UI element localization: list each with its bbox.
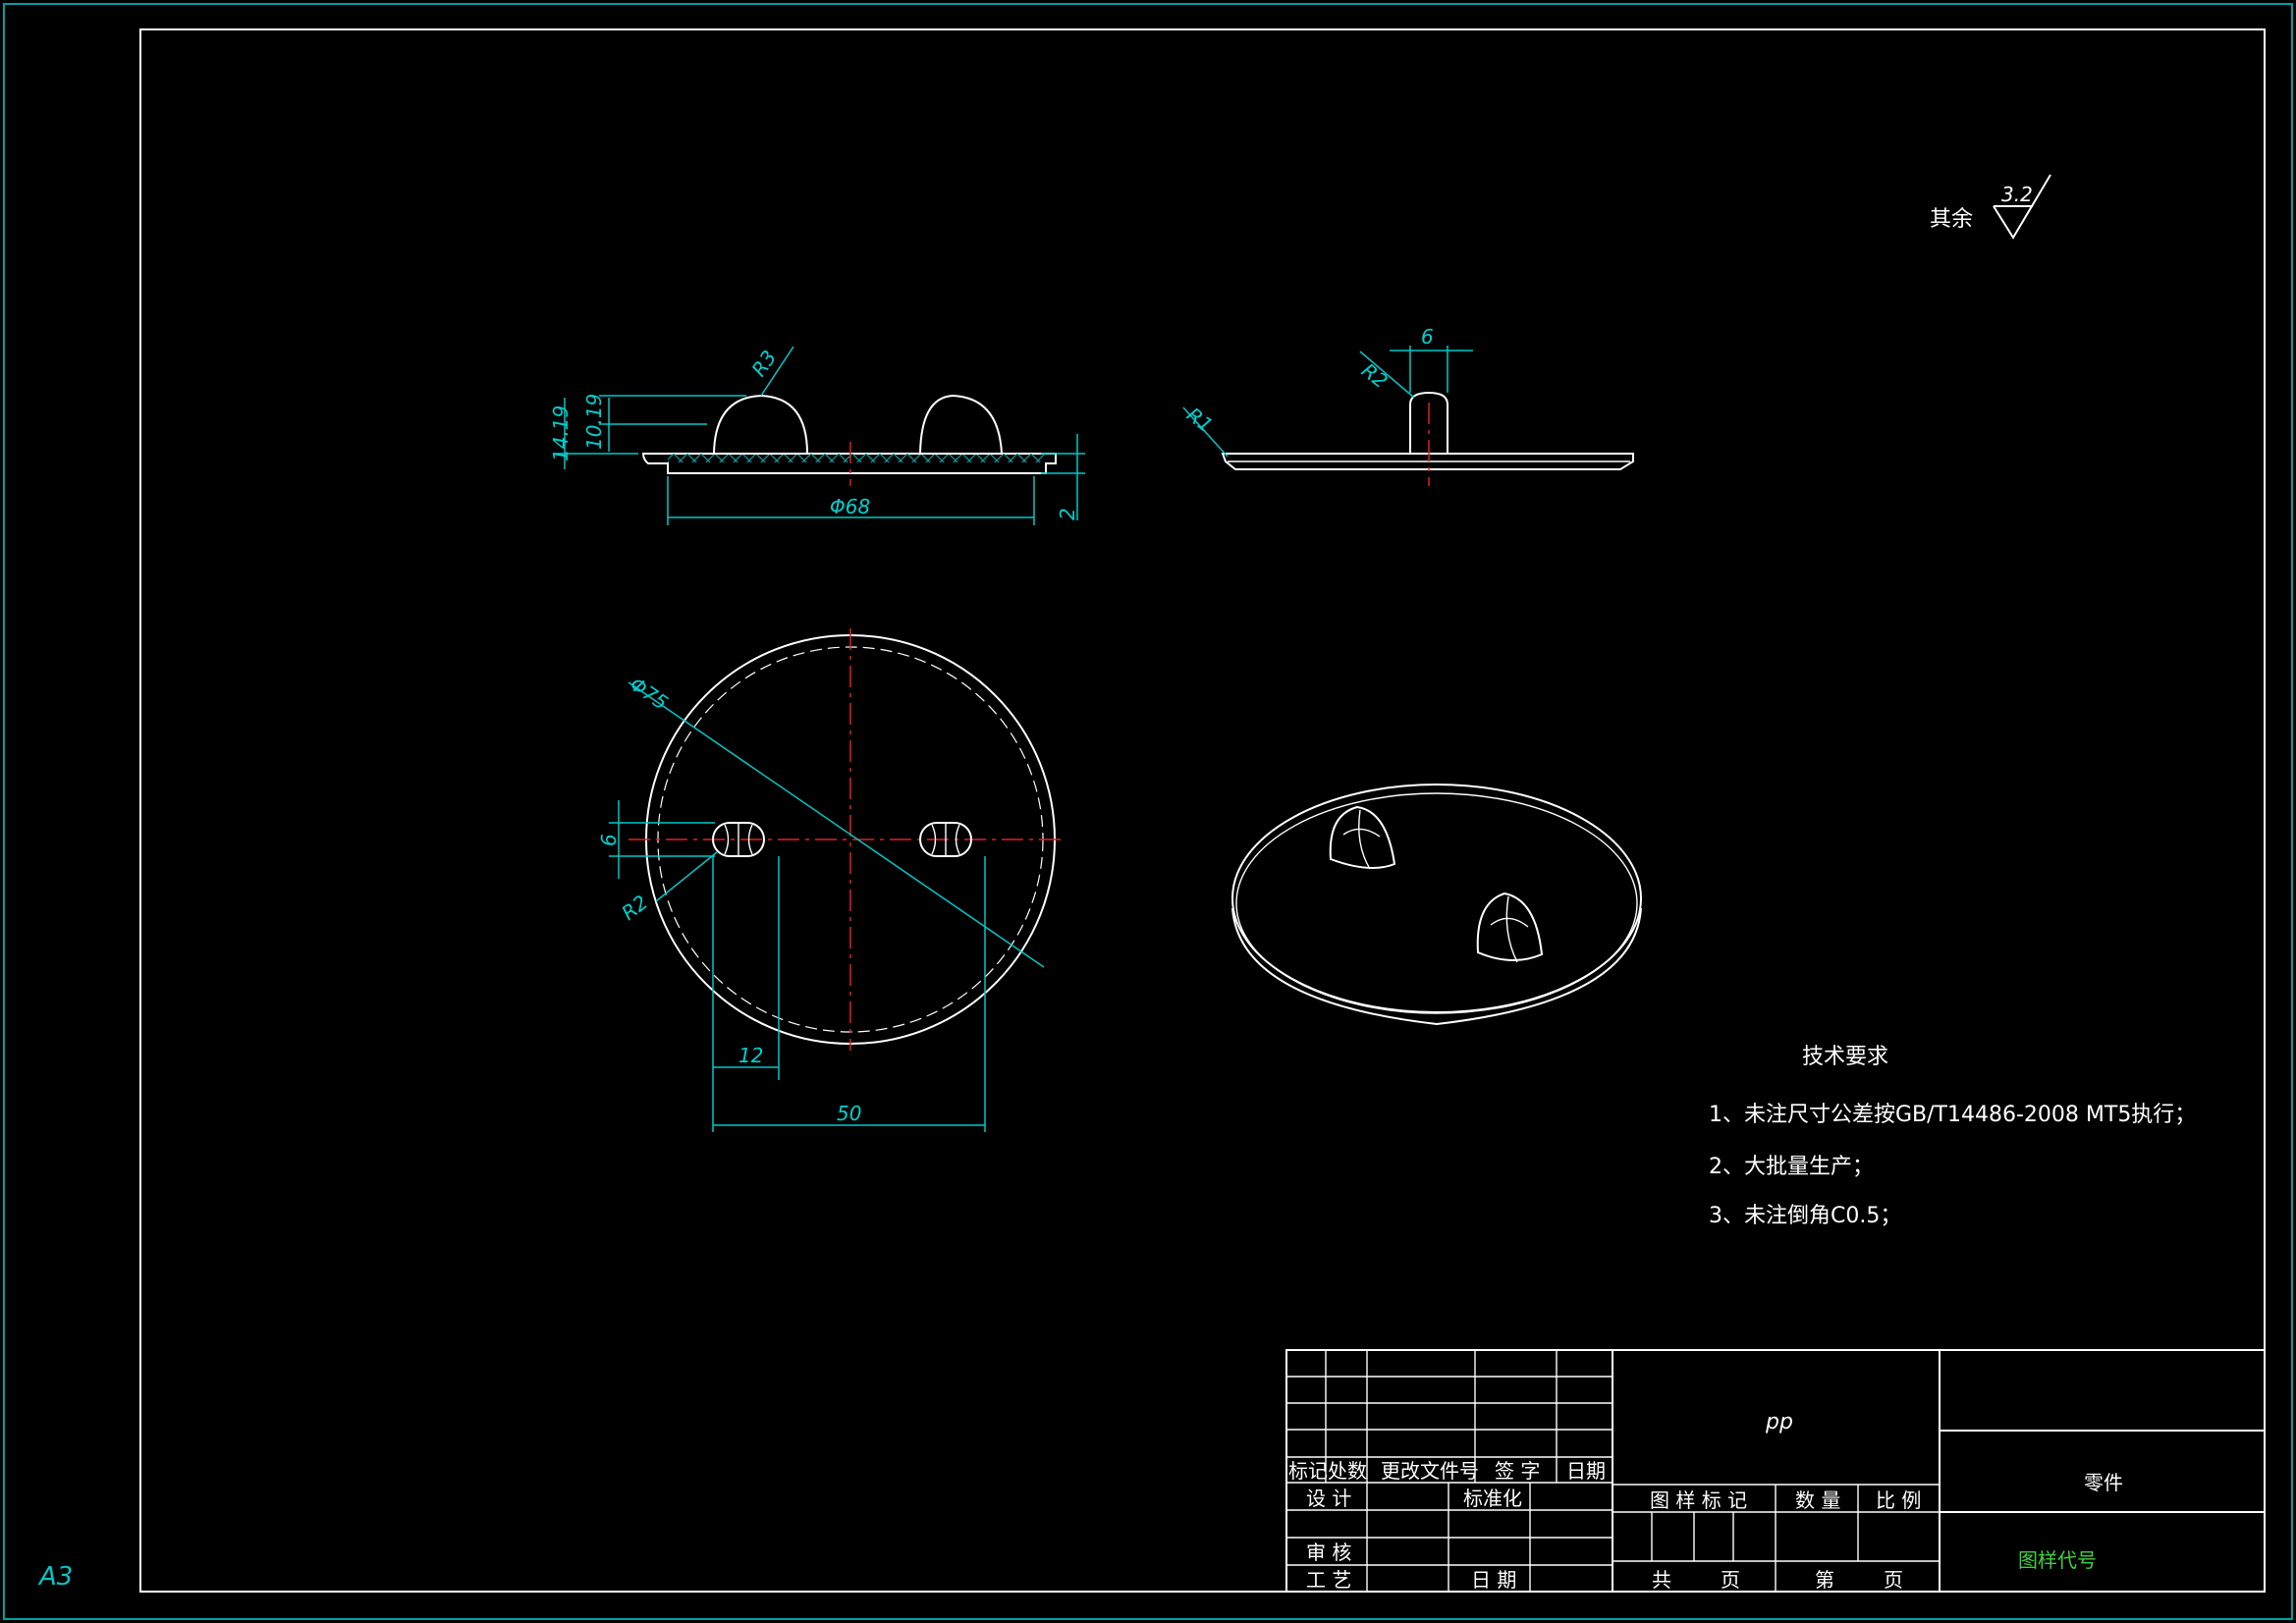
tb-rev-count: 处数 [1328,1459,1367,1483]
slot-left [712,822,765,857]
outer-sheet-border [3,3,2293,1620]
tb-qty-label: 数 量 [1795,1488,1840,1512]
dim-front-thickness: 2 [1056,508,1079,520]
dim-side-width: 6 [1421,325,1434,349]
roughness-value: 3.2 [2001,183,2033,206]
tb-rev-doc: 更改文件号 [1381,1459,1479,1483]
tech-requirements-title: 技术要求 [1802,1045,1888,1069]
tech-requirement-3: 3、未注倒角C0.5； [1709,1204,1901,1228]
front-boss-right [918,394,1004,455]
tb-part-name: 零件 [2084,1471,2123,1494]
dim-top-slot-length: 12 [738,1044,763,1067]
isometric-view [1231,784,1642,1026]
roughness-prefix: 其余 [1930,207,1973,232]
tech-requirements: 技术要求 1、未注尺寸公差按GB/T14486-2008 MT5执行； 2、大批… [1709,1045,2196,1228]
dim-front-diameter: Φ68 [830,495,870,518]
tb-sheet-page: 页 [1884,1568,1903,1592]
tb-role-review: 审 核 [1306,1541,1351,1564]
tech-requirement-2: 2、大批量生产； [1709,1155,1874,1179]
tb-drawing-code: 图样代号 [2018,1548,2097,1572]
title-block: 标记 处数 更改文件号 签 字 日期 设 计 标准化 审 核 工 艺 日 期 p… [1285,1349,2266,1593]
tb-total-page: 页 [1721,1568,1740,1592]
dim-side-radius-edge: R1 [1182,403,1218,437]
tb-sheet-label: 第 [1815,1568,1834,1592]
tb-rev-mark: 标记 [1288,1459,1328,1483]
tb-rev-sign: 签 字 [1495,1459,1540,1483]
dim-top-slot-spacing: 50 [837,1102,861,1125]
dim-top-slot-radius: R2 [617,891,652,925]
top-view: Φ75 6 R2 12 50 [597,628,1066,1132]
front-section-view: 14.19 10.19 R3 Φ68 2 [549,346,1085,525]
slot-right [919,822,972,857]
dim-side-radius-top: R2 [1357,358,1393,393]
tb-role-design: 设 计 [1306,1487,1351,1510]
tb-role-process: 工 艺 [1306,1568,1351,1592]
dim-front-radius: R3 [746,346,781,381]
sheet-format-label: A3 [37,1562,73,1592]
iso-boss-left [1329,805,1396,870]
tb-mark-label: 图 样 标 记 [1650,1488,1747,1512]
tb-rev-date: 日期 [1566,1459,1606,1483]
drawing-frame [139,28,2266,1593]
tb-material: pp [1765,1410,1793,1434]
dim-front-height-total: 14.19 [549,406,573,461]
tech-requirement-1: 1、未注尺寸公差按GB/T14486-2008 MT5执行； [1709,1103,2196,1127]
front-boss-left [712,394,809,455]
dim-front-height-boss: 10.19 [582,394,606,450]
tb-role-standard: 标准化 [1463,1487,1522,1510]
side-view: 6 R2 R1 [1182,325,1634,486]
tb-date-label: 日 期 [1471,1568,1516,1592]
roughness-symbol: 其余 3.2 [1930,174,2051,240]
dim-top-slot-width: 6 [597,834,621,846]
tb-total-label: 共 [1652,1568,1671,1592]
tb-scale-label: 比 例 [1876,1488,1921,1512]
iso-boss-right [1476,892,1544,963]
